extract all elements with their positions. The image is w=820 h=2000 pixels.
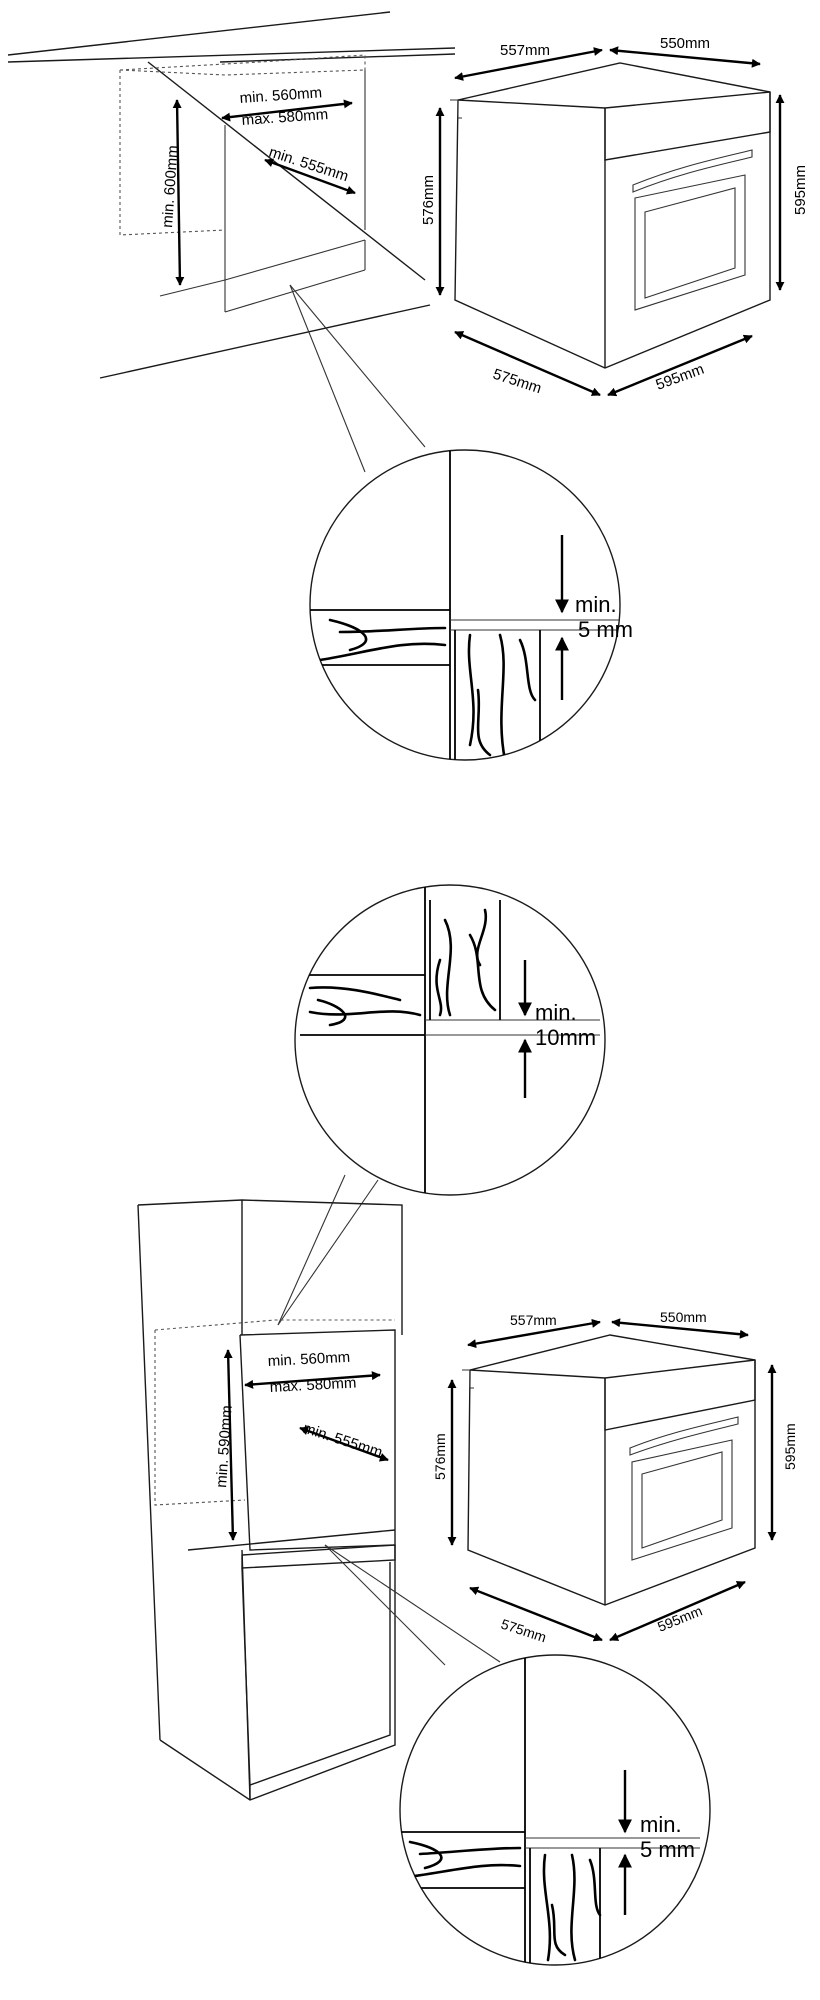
- oven-depth-top-label: 557mm: [510, 1312, 557, 1328]
- oven-width-bottom-arrow: [607, 334, 753, 397]
- niche-height-arrow: [223, 1349, 238, 1541]
- detail-gap-label-value: 5 mm: [640, 1837, 695, 1862]
- detail-circle-bottom-gap-2: min. 5 mm: [399, 1654, 711, 1966]
- oven-depth-bottom-label: 575mm: [499, 1616, 548, 1646]
- oven-illustration: [450, 62, 771, 369]
- detail-gap-label-value: 5 mm: [578, 617, 633, 642]
- oven-width-top-arrow: [609, 46, 761, 68]
- niche-height-label: min. 600mm: [159, 145, 182, 229]
- niche-height-arrow: [172, 99, 185, 286]
- niche-height-label: min. 590mm: [213, 1405, 236, 1489]
- niche-width-min-label: min. 560mm: [239, 84, 323, 107]
- oven-width-bottom-arrow: [609, 1580, 746, 1642]
- upper-gap-label-min: min.: [535, 1000, 577, 1025]
- detail-circle-bottom-gap-1: min. 5 mm: [309, 449, 633, 761]
- oven-depth-top-arrow: [454, 47, 603, 81]
- niche-depth-label: min. 555mm: [301, 1420, 385, 1462]
- oven-height-side-label: 576mm: [420, 175, 437, 225]
- tall-cabinet: [137, 1199, 403, 1801]
- oven-height-side-label: 576mm: [432, 1433, 448, 1480]
- detail-circle-top-gap: min. 10mm: [294, 884, 606, 1196]
- oven-width-top-label: 550mm: [660, 35, 710, 52]
- figure-1-under-counter: min. 600mm min. 560mm max. 580mm min. 55…: [7, 11, 809, 761]
- oven-depth-bottom-label: 575mm: [491, 366, 544, 398]
- oven-width-top-label: 550mm: [660, 1309, 707, 1325]
- counter-outline: [7, 11, 456, 379]
- niche-outline-dashed: [119, 54, 366, 236]
- niche-width-arrow: [244, 1371, 381, 1389]
- niche-width-max-label: max. 580mm: [241, 106, 329, 129]
- oven-depth-bottom-arrow: [454, 330, 601, 397]
- oven-width-bottom-label: 595mm: [655, 1602, 704, 1634]
- oven-width-top-arrow: [611, 1318, 749, 1339]
- figure-2-tall-unit: min. 10mm min. 590mm min. 560mm max. 580…: [137, 884, 798, 1966]
- oven-depth-top-arrow: [467, 1318, 601, 1349]
- niche-width-arrow: [221, 99, 353, 122]
- detail-gap-label-min: min.: [640, 1812, 682, 1837]
- oven-depth-bottom-arrow: [469, 1586, 603, 1642]
- detail-gap-label-min: min.: [575, 592, 617, 617]
- oven-illustration: [462, 1334, 756, 1606]
- oven-height-front-label: 595mm: [792, 165, 809, 215]
- niche-width-max-label: max. 580mm: [269, 1374, 356, 1396]
- niche-depth-arrow: [264, 158, 356, 195]
- oven-height-front-label: 595mm: [782, 1423, 798, 1470]
- niche-width-min-label: min. 560mm: [267, 1349, 350, 1370]
- oven-depth-top-label: 557mm: [500, 42, 550, 59]
- upper-gap-label-value: 10mm: [535, 1025, 596, 1050]
- niche-depth-arrow: [299, 1426, 389, 1462]
